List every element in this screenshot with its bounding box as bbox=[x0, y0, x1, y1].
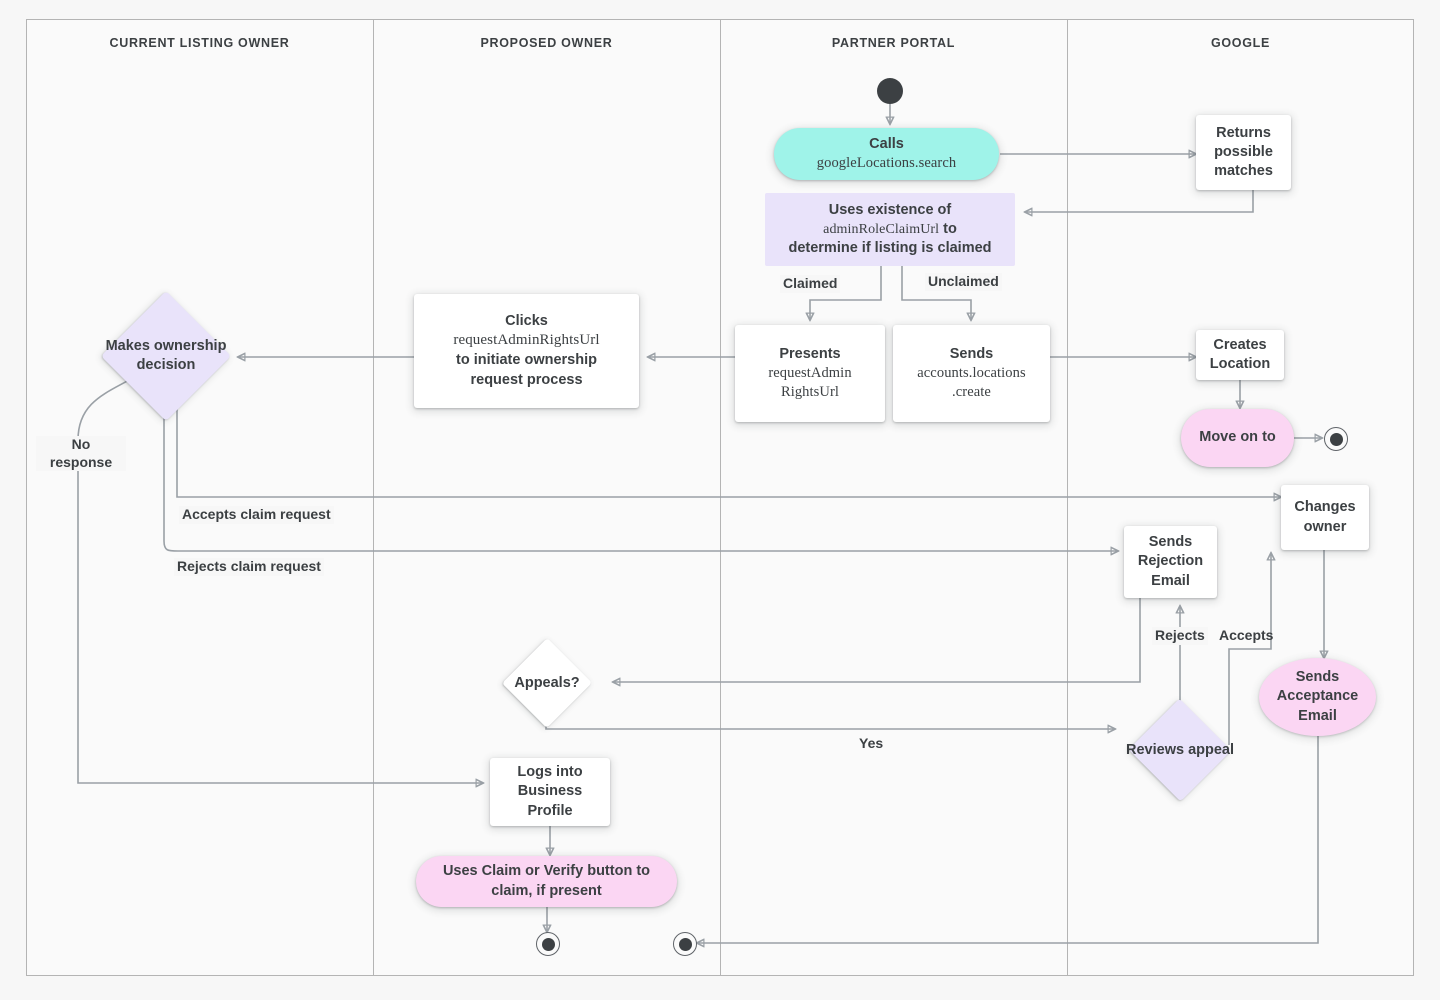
node-label: Move on to bbox=[1199, 429, 1276, 446]
edge-decision-no-response bbox=[77, 375, 483, 783]
edge-label-text: Rejects bbox=[1155, 627, 1205, 643]
edge-uses-unclaimed bbox=[901, 266, 971, 320]
node-creates-location[interactable]: Creates Location bbox=[1196, 330, 1284, 380]
node-line-1: Presents bbox=[779, 345, 841, 362]
edge-decision-accepts bbox=[176, 404, 1281, 497]
node-line-3: .create bbox=[952, 384, 991, 401]
node-move-on-to[interactable]: Move on to bbox=[1181, 409, 1294, 467]
start-node bbox=[877, 78, 903, 104]
end-node-core bbox=[678, 937, 692, 951]
edge-label-no-response: No response bbox=[36, 436, 126, 471]
end-node-partner-portal bbox=[673, 932, 697, 956]
node-line-3: to initiate ownership bbox=[456, 352, 597, 369]
lane-header-label: GOOGLE bbox=[1210, 36, 1271, 50]
node-line-2: googleLocations.search bbox=[816, 155, 957, 171]
node-label: Sends Acceptance Email bbox=[1276, 669, 1359, 724]
node-label: Returns possible matches bbox=[1214, 124, 1273, 180]
edge-label-accepts-claim-request: Accepts claim request bbox=[179, 506, 334, 524]
node-label: Makes ownership decision bbox=[105, 338, 227, 373]
edge-uses-claimed bbox=[810, 266, 882, 320]
edge-label-text: Claimed bbox=[783, 275, 838, 291]
node-line-2: adminRoleClaimUrl bbox=[823, 221, 940, 237]
end-node-core bbox=[1329, 432, 1343, 446]
edge-decision-rejects bbox=[163, 404, 1118, 551]
edge-appeals-yes bbox=[545, 714, 1115, 729]
node-changes-owner[interactable]: Changes owner bbox=[1281, 485, 1369, 550]
edge-label-text: No response bbox=[49, 436, 113, 470]
node-sends-rejection-email[interactable]: Sends Rejection Email bbox=[1124, 526, 1217, 598]
node-label: Changes owner bbox=[1294, 499, 1356, 535]
edge-label-rejects: Rejects bbox=[1152, 627, 1208, 645]
lane-header-proposed-owner: PROPOSED OWNER bbox=[373, 19, 720, 67]
node-line-3: RightsUrl bbox=[780, 384, 840, 401]
node-line-2: accounts.locations bbox=[917, 364, 1026, 381]
node-line-2: requestAdmin bbox=[768, 364, 852, 381]
node-label: Creates Location bbox=[1209, 336, 1271, 372]
node-label: Uses Claim or Verify button to claim, if… bbox=[442, 863, 651, 899]
node-clicks-requestadminrightsurl[interactable]: Clicks requestAdminRightsUrl to initiate… bbox=[414, 294, 639, 408]
end-node-core bbox=[541, 937, 555, 951]
node-line-2: requestAdminRightsUrl bbox=[453, 332, 600, 349]
edge-label-text: Rejects claim request bbox=[177, 558, 321, 574]
edge-reviews-accepts bbox=[1228, 553, 1271, 745]
node-makes-ownership-decision[interactable]: Makes ownership decision bbox=[100, 290, 232, 422]
edge-rejection-to-appeals bbox=[613, 598, 1141, 682]
node-line-3: determine if listing is claimed bbox=[788, 240, 992, 257]
lane-header-current-listing-owner: CURRENT LISTING OWNER bbox=[26, 19, 373, 67]
lane-header-partner-portal: PARTNER PORTAL bbox=[720, 19, 1067, 67]
node-line-1: Calls bbox=[869, 135, 904, 152]
edge-label-text: Accepts claim request bbox=[182, 506, 331, 522]
lane-header-label: PARTNER PORTAL bbox=[831, 36, 956, 50]
node-appeals-decision[interactable]: Appeals? bbox=[501, 637, 593, 729]
node-calls-googlelocations-search[interactable]: Calls googleLocations.search bbox=[774, 128, 999, 180]
node-line-1: Clicks bbox=[505, 313, 548, 330]
lane-header-label: PROPOSED OWNER bbox=[480, 36, 613, 50]
edge-label-text: Accepts bbox=[1219, 627, 1274, 643]
edge-acceptance-to-end bbox=[697, 736, 1319, 943]
lane-header-google: GOOGLE bbox=[1067, 19, 1414, 67]
node-label: Appeals? bbox=[514, 674, 580, 691]
end-node-proposed-owner bbox=[536, 932, 560, 956]
edge-returns-to-uses bbox=[1025, 190, 1254, 212]
node-line-1: Sends bbox=[949, 345, 994, 362]
node-presents-requestadminrightsurl[interactable]: Presents requestAdmin RightsUrl bbox=[735, 325, 885, 422]
edge-label-text: Yes bbox=[859, 735, 884, 751]
lane-header-label: CURRENT LISTING OWNER bbox=[109, 36, 290, 50]
node-label: Logs into Business Profile bbox=[517, 764, 583, 819]
node-line-1: Uses existence of bbox=[828, 202, 952, 219]
node-returns-possible-matches[interactable]: Returns possible matches bbox=[1196, 115, 1291, 190]
node-line-4: request process bbox=[470, 371, 583, 388]
node-reviews-appeal[interactable]: Reviews appeal bbox=[1126, 698, 1234, 802]
node-logs-into-business-profile[interactable]: Logs into Business Profile bbox=[490, 758, 610, 826]
edge-label-accepts: Accepts bbox=[1216, 627, 1276, 645]
node-sends-acceptance-email[interactable]: Sends Acceptance Email bbox=[1259, 658, 1376, 736]
node-sends-accounts-locations-create[interactable]: Sends accounts.locations .create bbox=[893, 325, 1050, 422]
edge-label-unclaimed: Unclaimed bbox=[925, 273, 1002, 291]
edge-label-claimed: Claimed bbox=[780, 275, 841, 293]
end-node-google bbox=[1324, 427, 1348, 451]
node-label: Reviews appeal bbox=[1126, 741, 1234, 758]
node-line-2b: to bbox=[943, 220, 957, 237]
edge-label-text: Unclaimed bbox=[928, 273, 999, 289]
edge-label-yes: Yes bbox=[856, 735, 887, 753]
node-label: Sends Rejection Email bbox=[1137, 534, 1204, 589]
node-uses-claim-or-verify-button[interactable]: Uses Claim or Verify button to claim, if… bbox=[416, 856, 677, 907]
edge-label-rejects-claim-request: Rejects claim request bbox=[174, 558, 324, 576]
